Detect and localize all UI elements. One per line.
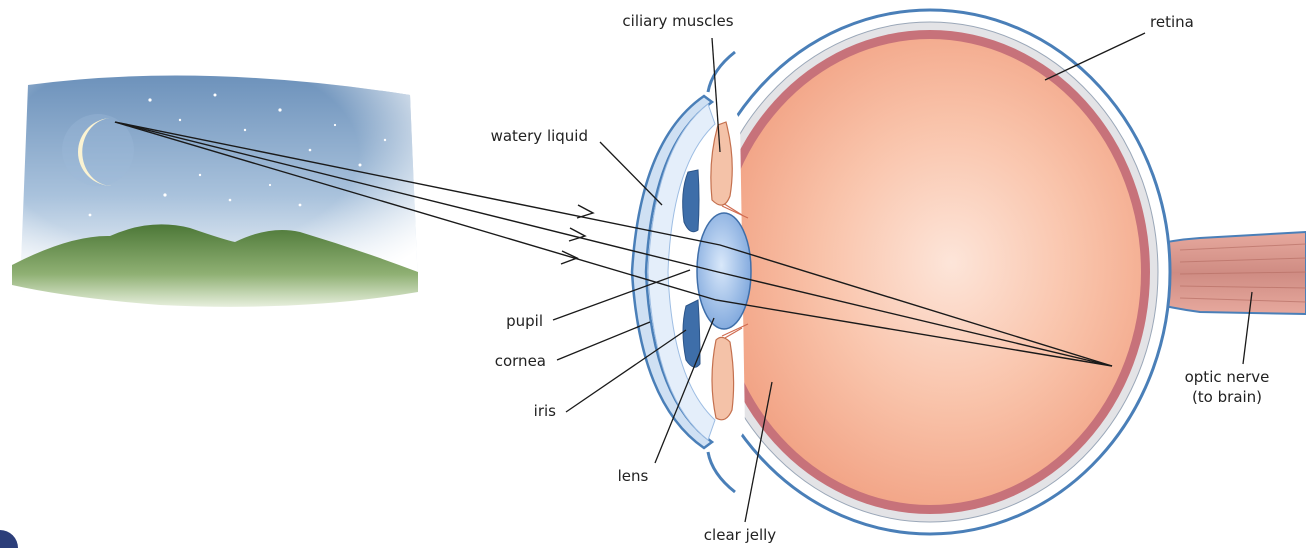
corner-badge [0,530,18,548]
star-icon [359,164,362,167]
star-icon [278,108,281,111]
star-icon [89,214,92,217]
star-icon [334,124,336,126]
lens [697,213,751,329]
vitreous-clear-jelly [719,39,1141,505]
label-optic-nerve-sub: (to brain) [1192,388,1262,406]
star-icon [179,119,181,121]
arrowhead-icon [561,251,577,264]
label-pupil: pupil [506,312,543,330]
star-icon [269,184,271,186]
star-icon [384,139,386,141]
star-icon [199,174,201,176]
star-icon [299,204,302,207]
star-icon [244,129,246,131]
iris-upper [683,170,699,232]
label-clear-jelly: clear jelly [704,526,777,544]
ciliary-muscle-lower [712,337,734,419]
arrowhead-icon [569,228,585,241]
label-ciliary-muscles: ciliary muscles [622,12,733,30]
star-icon [163,193,166,196]
label-retina: retina [1150,13,1194,31]
label-iris: iris [534,402,557,420]
night-scene [12,76,418,307]
label-lens: lens [618,467,649,485]
label-optic-nerve: optic nerve [1185,368,1270,386]
star-icon [229,199,232,202]
star-icon [148,98,151,101]
star-icon [309,149,312,152]
star-icon [214,94,217,97]
label-watery-liquid: watery liquid [491,127,588,145]
label-cornea: cornea [495,352,546,370]
